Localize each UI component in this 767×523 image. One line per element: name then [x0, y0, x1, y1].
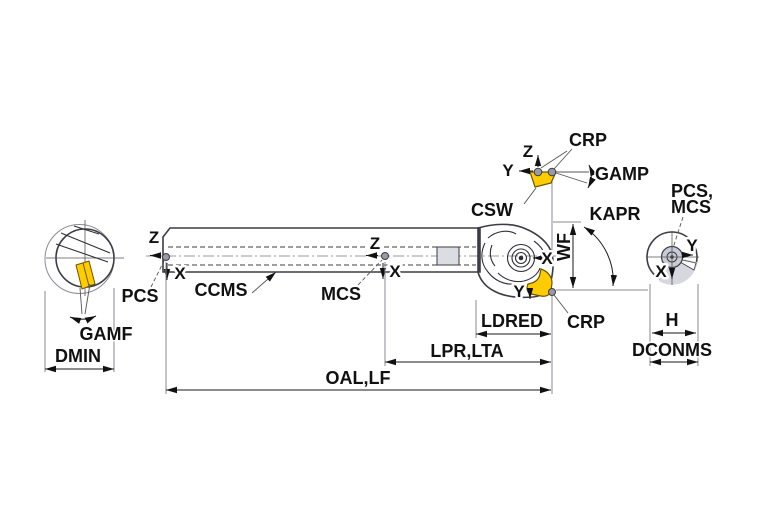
insert-side-view: [526, 268, 553, 297]
bar-shank: Z X CCMS Z X MCS: [146, 226, 558, 306]
z-axis-label: Z: [370, 234, 380, 253]
crp-leader-line: [553, 148, 573, 170]
mcs-leader-line: [357, 259, 383, 286]
wf-kapr-dimensions: WF KAPR: [553, 203, 648, 291]
pocket-chord-line: [55, 243, 109, 263]
ccms-leader-line: [251, 271, 277, 294]
dmin-label: DMIN: [55, 346, 101, 366]
z-axis-label: Z: [149, 228, 159, 247]
clamp-detail: [481, 242, 515, 285]
tool-head: X Y: [477, 223, 556, 304]
h-label: H: [666, 310, 679, 330]
gamp-label: GAMP: [595, 164, 649, 184]
bar-body: [162, 227, 481, 273]
clamp-detail: [489, 244, 496, 267]
x-axis-label: X: [174, 264, 186, 283]
clamp-screw-inner: [514, 251, 528, 265]
x-axis-label: X: [655, 262, 667, 281]
y-axis-label: Y: [502, 161, 514, 180]
csw-leader-line: [523, 187, 537, 205]
gamf-leader-line: [84, 283, 91, 315]
crp-cutting-point: [548, 288, 556, 296]
insert-divider-line: [82, 262, 90, 287]
clamp-detail: [497, 267, 541, 283]
x-axis-label: X: [541, 249, 553, 268]
clamp-screw-center: [518, 255, 524, 261]
ccms-label: CCMS: [195, 280, 248, 300]
crp-label: CRP: [567, 312, 605, 332]
pcs-mcs-label-line1: PCS,: [671, 181, 713, 201]
ldred-label: LDRED: [481, 311, 543, 331]
x-axis-label: X: [389, 262, 401, 281]
mcs-label: MCS: [321, 284, 361, 304]
pcs-origin-point: [162, 253, 170, 261]
crp-reference-point: [533, 167, 543, 177]
z-axis-label: Z: [523, 142, 533, 161]
kapr-label: KAPR: [589, 204, 640, 224]
mcs-origin-point: [381, 252, 389, 260]
pocket-chord-line: [60, 232, 111, 254]
insert-top-view: Z Y CRP GAMP CSW: [470, 129, 651, 222]
bore-end-detail: [436, 246, 460, 266]
y-axis-label: Y: [686, 236, 698, 255]
left-end-view: GAMF DMIN PCS: [44, 220, 165, 373]
crp-leader-line: [540, 150, 568, 169]
clamp-detail: [533, 240, 547, 260]
oal-lf-label: OAL,LF: [326, 368, 391, 388]
y-axis-label: Y: [513, 282, 525, 301]
gamf-leader-line: [79, 287, 83, 315]
clamp-detail: [487, 230, 517, 239]
csw-label: CSW: [471, 200, 513, 220]
pcs-mcs-label-line2: MCS: [671, 197, 711, 217]
clamp-screw-mid: [511, 248, 531, 268]
kapr-angle-arc: [583, 226, 618, 287]
pcs-leader-line: [150, 260, 165, 288]
crp-reference-point: [547, 167, 557, 177]
gamf-angle-arc: [69, 315, 97, 324]
pcs-label: PCS: [121, 286, 158, 306]
insert-front-view: [75, 260, 96, 290]
lpr-lta-label: LPR,LTA: [430, 341, 503, 361]
crp-leader-line: [553, 294, 569, 314]
pocket-chord-line: [73, 225, 100, 235]
gamp-incline-line: [555, 172, 588, 184]
gamf-label: GAMF: [80, 324, 133, 344]
right-end-view: Y X PCS, MCS H DCONMS: [631, 180, 715, 366]
gamp-angle-arc: [587, 164, 597, 189]
crp-label: CRP: [569, 130, 607, 150]
dconms-label: DCONMS: [632, 340, 712, 360]
pcs-mcs-leader-line: [672, 216, 684, 249]
length-dimensions: LDRED CRP LPR,LTA OAL,LF: [165, 262, 607, 394]
wf-label: WF: [554, 233, 574, 261]
